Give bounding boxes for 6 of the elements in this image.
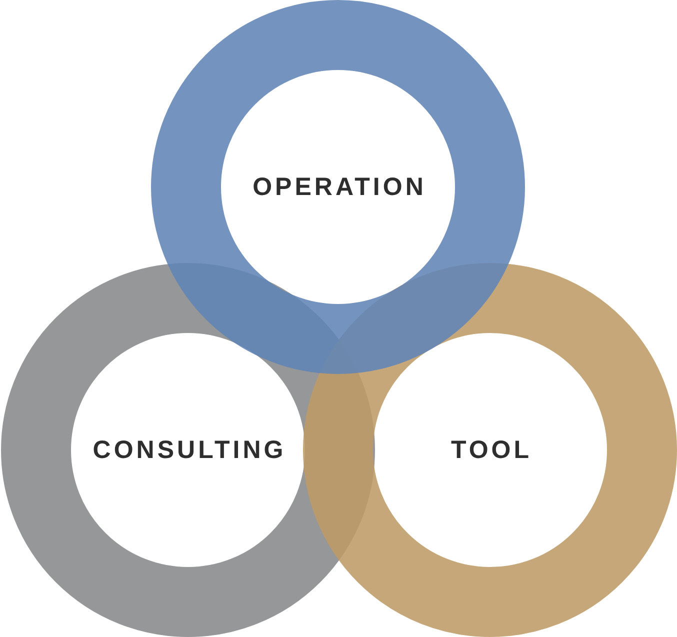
ring-label: OPERATION bbox=[252, 174, 426, 200]
ring bbox=[303, 263, 677, 637]
ring bbox=[151, 0, 525, 374]
ring-label: TOOL bbox=[450, 438, 532, 462]
ring-label: CONSULTING bbox=[92, 438, 286, 462]
ring bbox=[1, 263, 375, 637]
